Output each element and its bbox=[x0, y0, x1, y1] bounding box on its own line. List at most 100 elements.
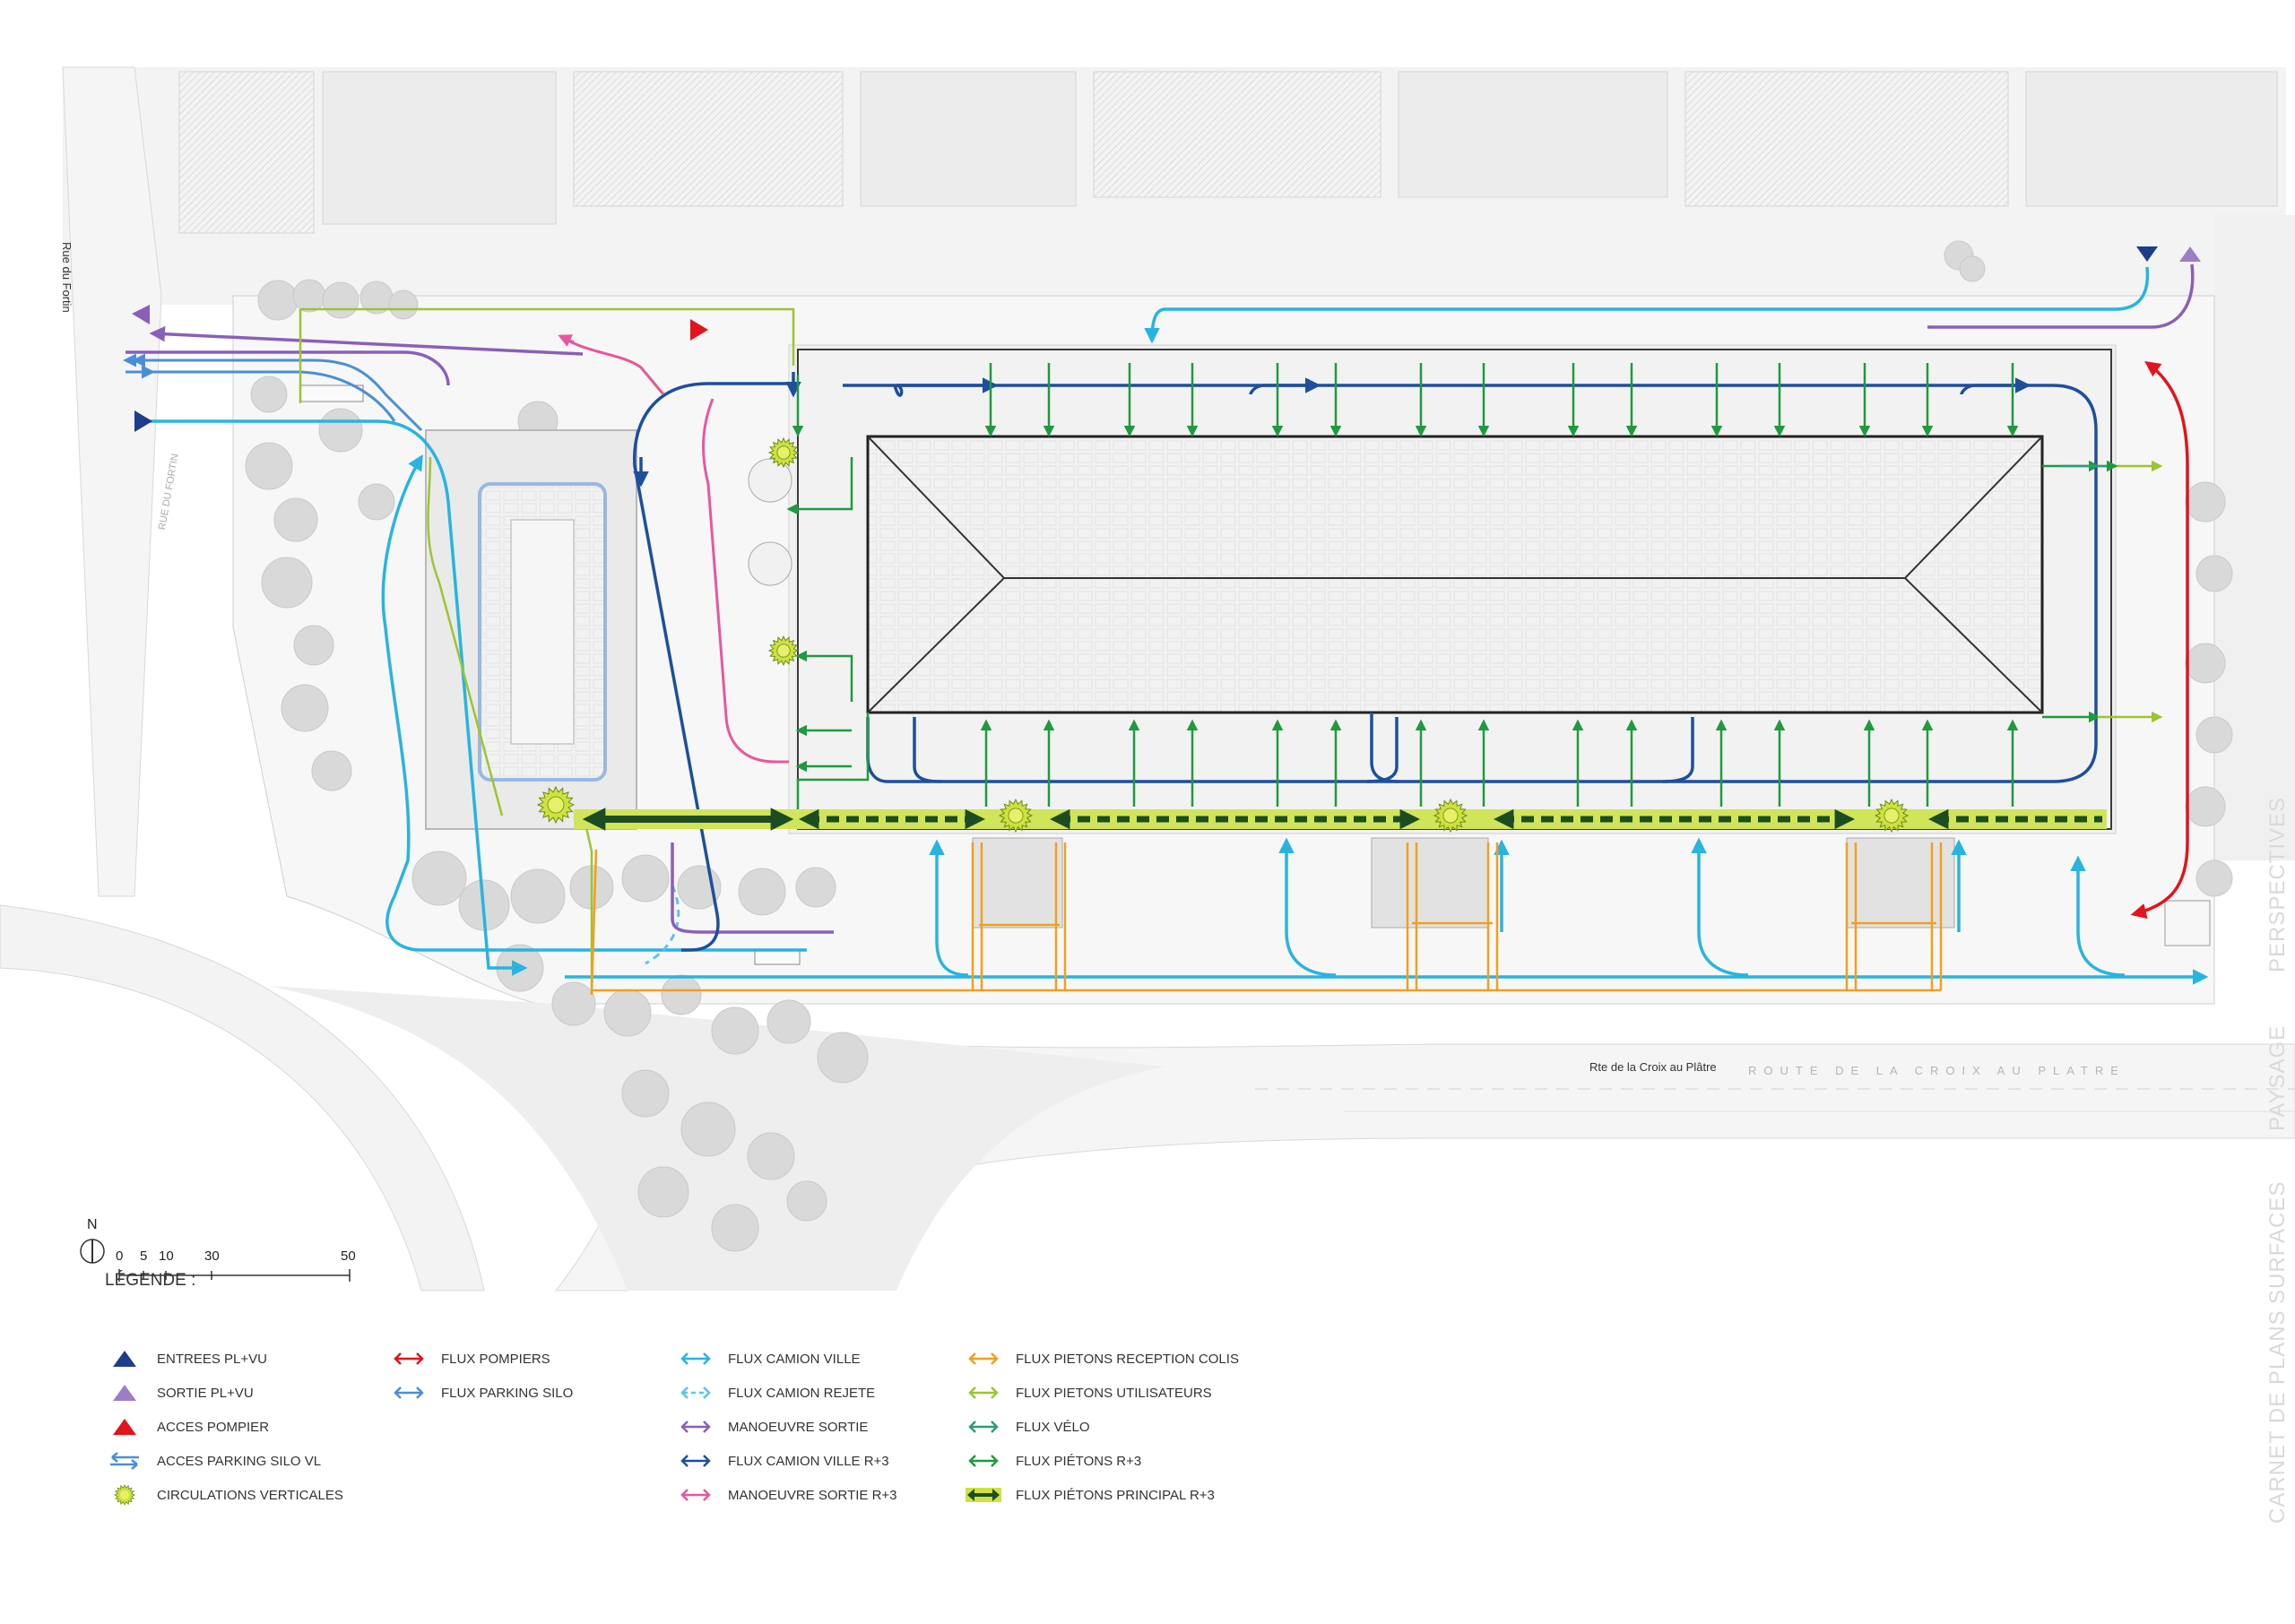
scale-tick-0: 0 bbox=[116, 1248, 124, 1264]
legend-item: FLUX PIÉTONS PRINCIPAL R+3 bbox=[964, 1478, 1239, 1512]
rue-du-fortin-label: Rue du Fortin bbox=[60, 242, 74, 313]
legend-item: MANOEUVRE SORTIE bbox=[676, 1410, 897, 1444]
flux-pietons-principal-r3 bbox=[574, 808, 2107, 831]
legend-item: ENTREES PL+VU bbox=[105, 1342, 343, 1376]
flux-camion-ville-r3 bbox=[633, 372, 2098, 952]
context-buildings bbox=[63, 67, 2295, 860]
legend-item: ACCES PARKING SILO VL bbox=[105, 1444, 343, 1478]
legend-label: FLUX PARKING SILO bbox=[441, 1385, 574, 1401]
arrow-double-red-icon bbox=[389, 1348, 429, 1369]
double-arrow-blue-icon bbox=[105, 1450, 144, 1472]
legend-column: FLUX PIETONS RECEPTION COLIS FLUX PIETONS… bbox=[964, 1342, 1239, 1512]
scale-tick-10: 10 bbox=[159, 1248, 174, 1264]
sunburst-green-icon bbox=[105, 1484, 144, 1506]
route-croix-platre-road-label: ROUTE DE LA CROIX AU PLATRE bbox=[1748, 1064, 2126, 1077]
arrow-double-lightblue-icon bbox=[389, 1382, 429, 1404]
scale-tick-5: 5 bbox=[140, 1248, 148, 1264]
legend-item: ACCES POMPIER bbox=[105, 1410, 343, 1444]
legend-label: FLUX PIETONS UTILISATEURS bbox=[1016, 1385, 1212, 1401]
circulation-verticale-icon bbox=[767, 635, 800, 667]
north-arrow bbox=[80, 1239, 105, 1264]
legend-item: FLUX CAMION VILLE R+3 bbox=[676, 1444, 897, 1478]
legend-column: ENTREES PL+VU SORTIE PL+VU ACCES POMPIER AC… bbox=[105, 1342, 343, 1512]
tab-perspectives[interactable]: PERSPECTIVES bbox=[2265, 796, 2290, 972]
gates bbox=[299, 384, 801, 965]
north-label: N bbox=[87, 1217, 98, 1232]
parking-silo-building bbox=[425, 429, 637, 830]
triangle-up-purple-icon bbox=[105, 1382, 144, 1404]
legend-label: ACCES PARKING SILO VL bbox=[157, 1453, 322, 1469]
entree-pl-vu-marker-east bbox=[2136, 246, 2158, 262]
circulation-verticale-icon bbox=[998, 798, 1034, 834]
legend-title: LÉGENDE : bbox=[105, 1271, 196, 1290]
acces-pompier-marker bbox=[690, 319, 708, 341]
legend-column: FLUX CAMION VILLE FLUX CAMION REJETE MANOE… bbox=[676, 1342, 897, 1512]
legend-label: MANOEUVRE SORTIE bbox=[728, 1419, 869, 1435]
triangle-up-navy-icon bbox=[105, 1348, 144, 1369]
legend-label: ENTREES PL+VU bbox=[157, 1351, 267, 1367]
tab-surfaces[interactable]: SURFACES bbox=[2265, 1180, 2290, 1304]
arrow-double-orange-icon bbox=[964, 1348, 1003, 1369]
legend-column: FLUX POMPIERS FLUX PARKING SILO bbox=[389, 1342, 573, 1410]
arrow-double-navy-icon bbox=[676, 1450, 715, 1472]
legend-label: FLUX CAMION VILLE R+3 bbox=[728, 1453, 889, 1469]
entree-pl-vu-marker bbox=[134, 410, 152, 432]
circulation-verticale-icon bbox=[536, 785, 576, 825]
circulation-verticale-icon bbox=[1874, 798, 1910, 834]
legend-item: FLUX CAMION REJETE bbox=[676, 1376, 897, 1410]
manoeuvre-sortie-r3 bbox=[558, 334, 789, 764]
tab-paysage[interactable]: PAYSAGE bbox=[2265, 1024, 2290, 1131]
flux-camion-rejete bbox=[645, 885, 680, 965]
legend-item: FLUX CAMION VILLE bbox=[676, 1342, 897, 1376]
legend-item: CIRCULATIONS VERTICALES bbox=[105, 1478, 343, 1512]
flux-pietons-r3-north-ticks bbox=[984, 363, 2019, 437]
circulation-verticale-icon bbox=[767, 436, 800, 469]
triangle-up-red-icon bbox=[105, 1416, 144, 1438]
legend-label: MANOEUVRE SORTIE R+3 bbox=[728, 1487, 897, 1503]
arrow-double-pink-icon bbox=[676, 1484, 715, 1506]
legend-label: FLUX PIETONS RECEPTION COLIS bbox=[1016, 1351, 1239, 1367]
legend-label: FLUX CAMION REJETE bbox=[728, 1385, 876, 1401]
tab-carnet-de-plans[interactable]: CARNET DE PLANS bbox=[2265, 1309, 2290, 1524]
arrow-double-cyan-icon bbox=[676, 1348, 715, 1369]
main-building bbox=[748, 349, 2211, 946]
flux-pietons-reception-colis bbox=[590, 842, 1943, 996]
arrow-double-lime-icon bbox=[964, 1382, 1003, 1404]
scale-bar bbox=[118, 1269, 351, 1282]
sortie-pl-vu-marker-east bbox=[2179, 246, 2201, 262]
legend-item: FLUX PIETONS RECEPTION COLIS bbox=[964, 1342, 1239, 1376]
arrow-double-purple-icon bbox=[676, 1416, 715, 1438]
legend-label: FLUX POMPIERS bbox=[441, 1351, 550, 1367]
legend-item: FLUX PARKING SILO bbox=[389, 1376, 573, 1410]
trees bbox=[245, 240, 2233, 1252]
arrow-double-green-icon bbox=[964, 1450, 1003, 1472]
legend-item: FLUX PIETONS UTILISATEURS bbox=[964, 1376, 1239, 1410]
legend-item: FLUX VÉLO bbox=[964, 1410, 1239, 1444]
rte-croix-platre-label: Rte de la Croix au Plâtre bbox=[1589, 1060, 1717, 1074]
sortie-pl-vu-marker bbox=[132, 305, 150, 324]
legend-label: FLUX VÉLO bbox=[1016, 1419, 1090, 1435]
legend-label: FLUX CAMION VILLE bbox=[728, 1351, 861, 1367]
circulation-verticale-icon bbox=[1433, 798, 1468, 834]
arrow-double-darkgreen-band-icon bbox=[964, 1484, 1003, 1506]
legend-label: SORTIE PL+VU bbox=[157, 1385, 254, 1401]
arrow-double-cyan-dashed-icon bbox=[676, 1382, 715, 1404]
legend-item: FLUX PIÉTONS R+3 bbox=[964, 1444, 1239, 1478]
access-markers bbox=[123, 246, 2201, 432]
legend-label: ACCES POMPIER bbox=[157, 1419, 270, 1435]
flux-pietons-r3 bbox=[786, 375, 2100, 811]
legend-item: MANOEUVRE SORTIE R+3 bbox=[676, 1478, 897, 1512]
legend-label: FLUX PIÉTONS R+3 bbox=[1016, 1453, 1142, 1469]
arrow-double-teal-icon bbox=[964, 1416, 1003, 1438]
circulations-verticales bbox=[536, 436, 1910, 834]
scale-tick-50: 50 bbox=[341, 1248, 356, 1264]
legend-label: FLUX PIÉTONS PRINCIPAL R+3 bbox=[1016, 1487, 1215, 1503]
flux-pietons-r3-south-ticks bbox=[980, 719, 2019, 807]
legend-item: SORTIE PL+VU bbox=[105, 1376, 343, 1410]
flux-pompiers bbox=[2130, 360, 2189, 920]
legend-label: CIRCULATIONS VERTICALES bbox=[157, 1487, 343, 1503]
legend-item: FLUX POMPIERS bbox=[389, 1342, 573, 1376]
manoeuvre-sortie bbox=[126, 263, 2195, 934]
scale-tick-30: 30 bbox=[204, 1248, 220, 1264]
